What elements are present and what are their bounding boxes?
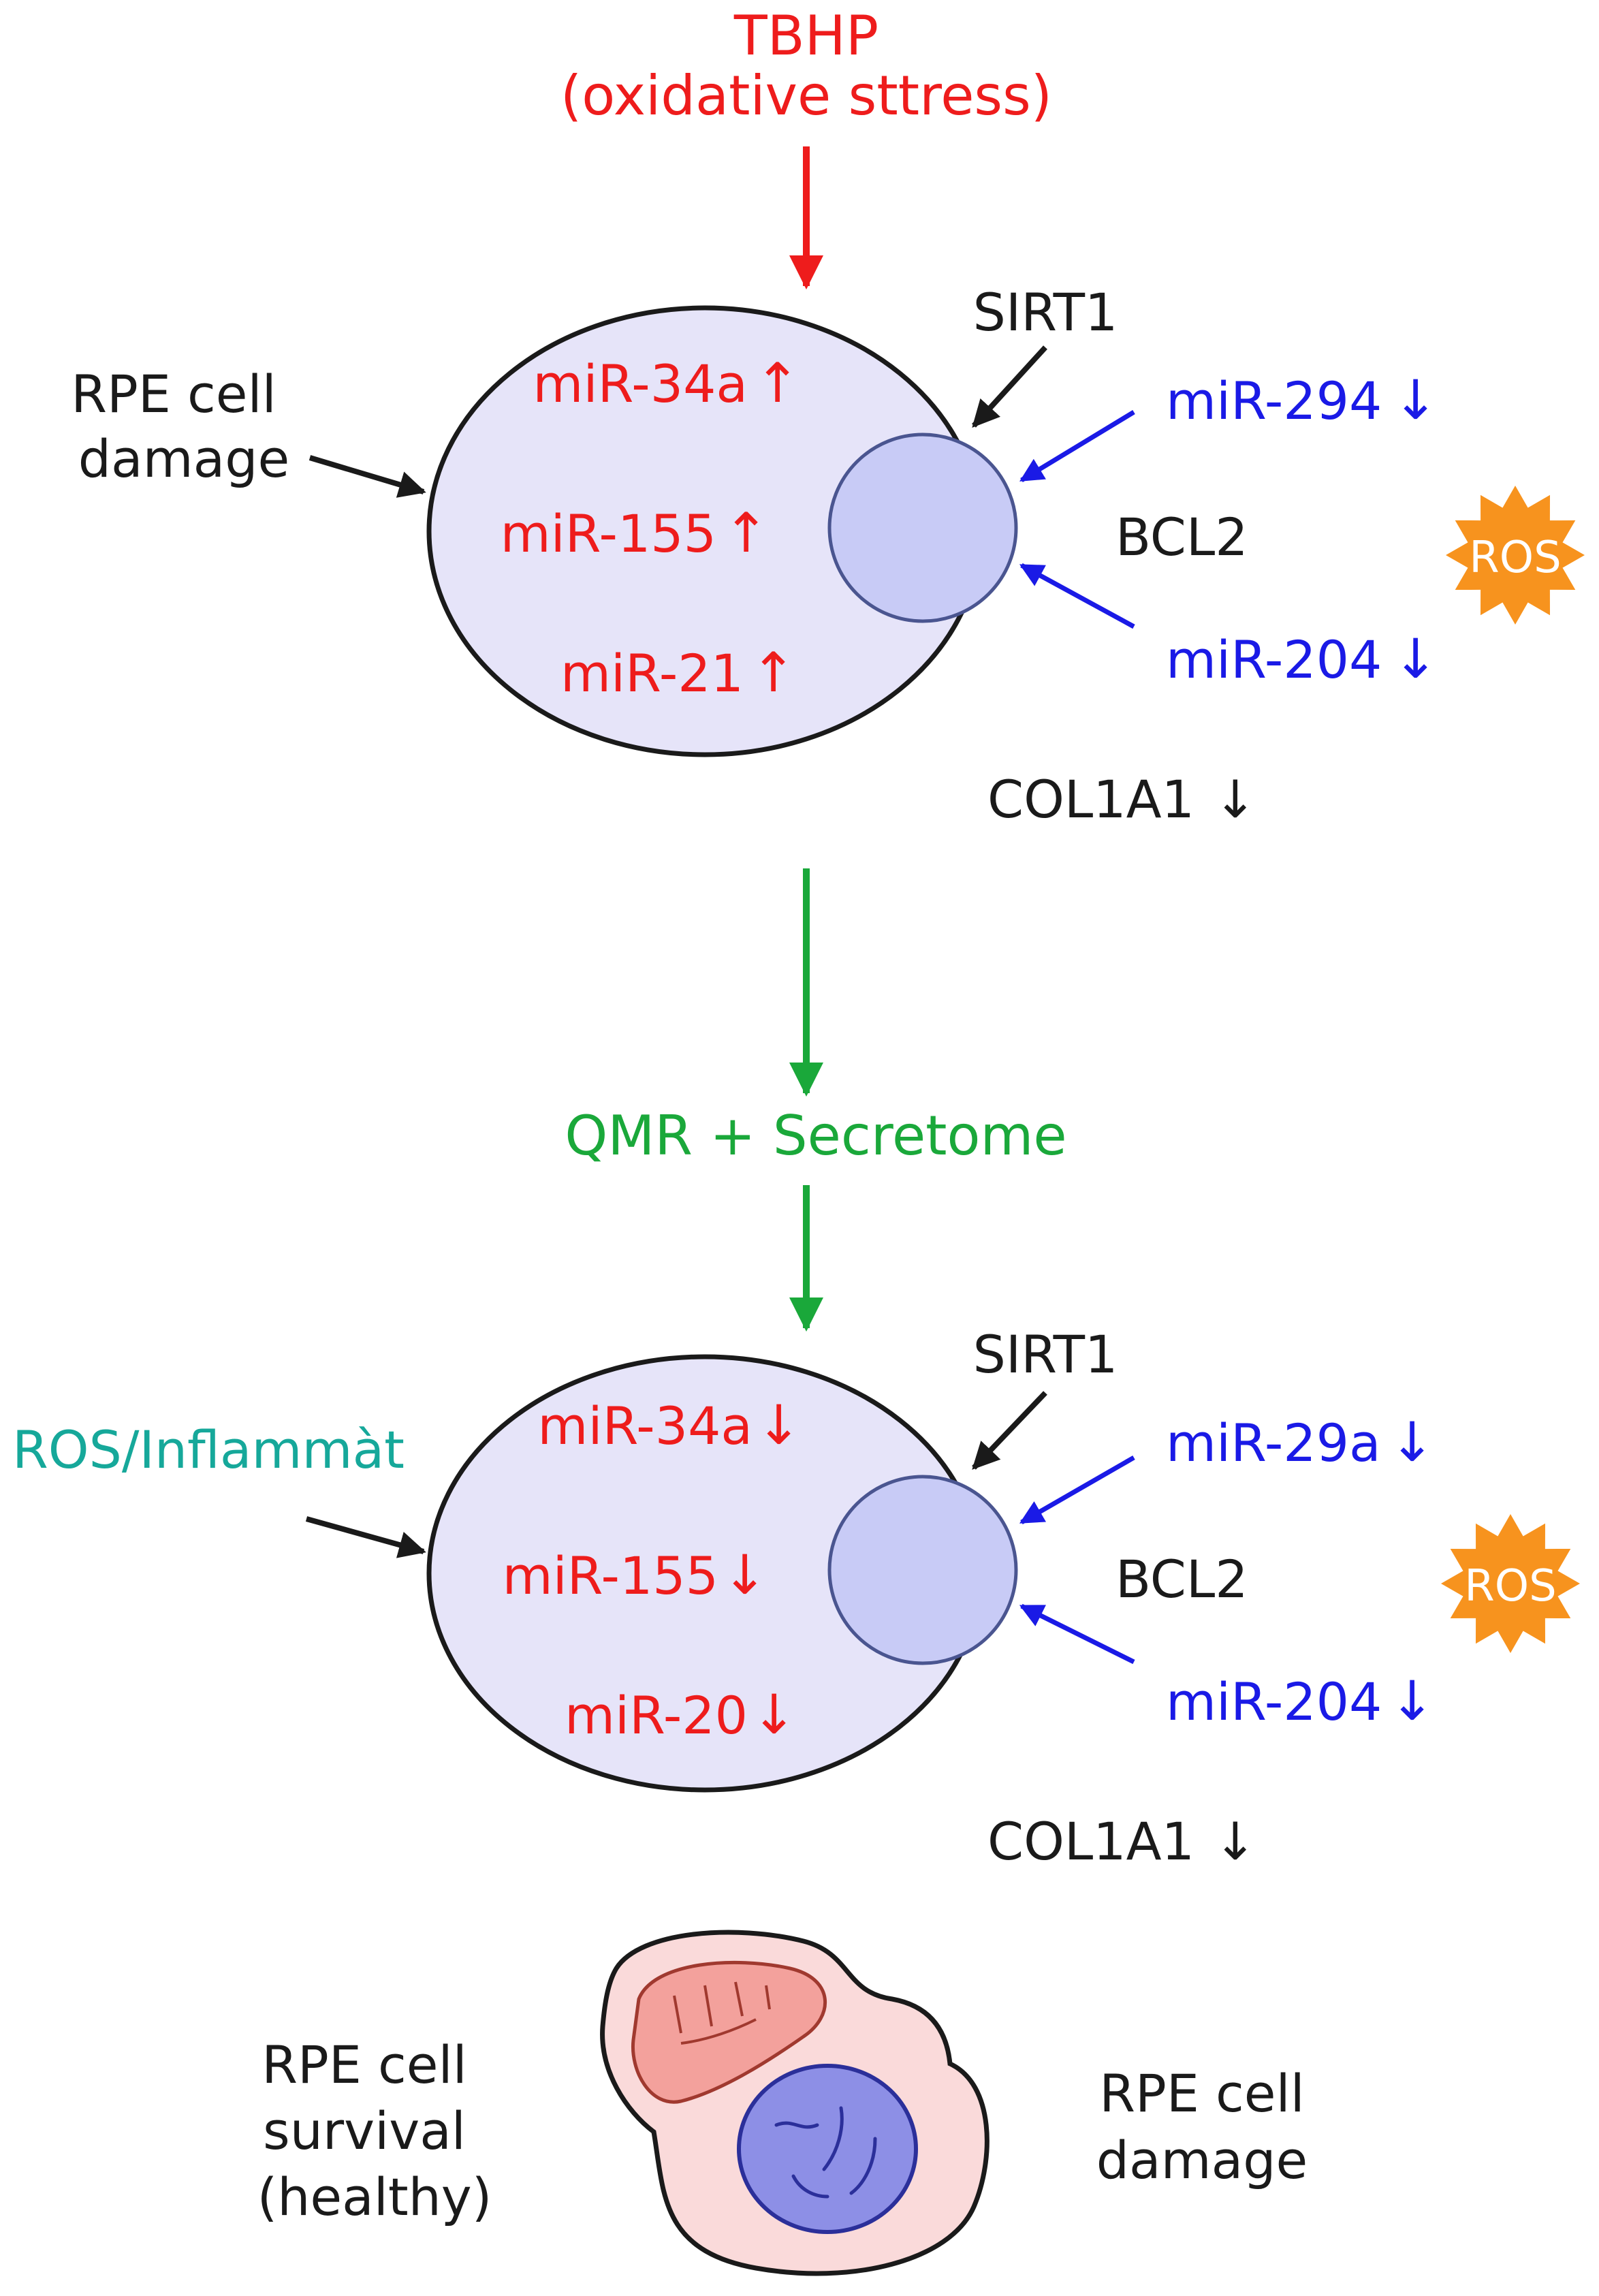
up-arrow-glyph: ↑ xyxy=(750,641,796,704)
mitochondria-illustration xyxy=(600,1930,990,2276)
mir-204-label: miR-204 xyxy=(1166,629,1382,690)
col1a1-label: COL1A1 xyxy=(987,1811,1194,1872)
mitochondrion-cristae xyxy=(673,1981,771,2045)
up-arrow-glyph: ↑ xyxy=(723,501,769,565)
mir-29a-arrow xyxy=(1019,1455,1135,1525)
cell-nucleus xyxy=(827,1475,1018,1665)
mitochondrion-blue xyxy=(737,2064,918,2234)
stressor-block: TBHP (oxidative sttress) xyxy=(560,4,1052,289)
bcl2-label: BCL2 xyxy=(1115,507,1248,567)
mir-21-label: miR-21 xyxy=(560,643,744,704)
mitochondrion-cristae xyxy=(774,2106,877,2199)
stressor-subtitle: (oxidative sttress) xyxy=(560,64,1052,127)
side-label-arrow xyxy=(308,455,426,498)
treatment-block: QMR + Secretome xyxy=(565,868,1067,1332)
down-arrow-glyph: ↓ xyxy=(1389,1669,1435,1733)
side-label-line2: damage xyxy=(78,428,289,489)
down-arrow-glyph: ↓ xyxy=(1389,1411,1435,1474)
sirt1-arrow xyxy=(972,345,1047,428)
side-label: ROS/Inflammàt xyxy=(12,1419,405,1480)
panel2-treated-cell: ROS/Inflammàt miR-34a ↓ miR-155 ↓ miR-20… xyxy=(12,1324,1580,1872)
cell-nucleus xyxy=(827,433,1018,623)
ros-burst: ROS xyxy=(1446,486,1585,625)
mir-204-arrow xyxy=(1019,1603,1135,1665)
mir-204-label: miR-204 xyxy=(1166,1671,1382,1732)
bcl2-label: BCL2 xyxy=(1115,1549,1248,1609)
damage-label-line1: RPE cell xyxy=(1099,2063,1305,2124)
mir-34a-label: miR-34a xyxy=(537,1396,753,1456)
treatment-label: QMR + Secretome xyxy=(565,1104,1066,1167)
side-label-line1: RPE cell xyxy=(71,364,276,424)
bottom-outcome: RPE cell survival (healthy) RPE cell dam… xyxy=(257,1930,1308,2276)
sirt1-label: SIRT1 xyxy=(973,282,1118,343)
ros-burst: ROS xyxy=(1441,1514,1580,1653)
mir-34a-label: miR-34a xyxy=(533,353,748,414)
mir-155-label: miR-155 xyxy=(501,503,716,564)
down-arrow-glyph: ↓ xyxy=(722,1543,767,1607)
down-arrow-glyph: ↓ xyxy=(1214,769,1257,830)
ros-burst-shape xyxy=(1446,486,1585,625)
ros-label: ROS xyxy=(1464,1561,1556,1611)
col1a1-label: COL1A1 xyxy=(987,769,1194,830)
side-label-arrow xyxy=(305,1516,426,1558)
down-arrow-glyph: ↓ xyxy=(756,1394,802,1457)
down-arrow-glyph: ↓ xyxy=(1393,627,1438,691)
down-arrow-glyph: ↓ xyxy=(1393,368,1438,432)
panel1-damaged-cell: RPE cell damage miR-34a ↑ miR-155 ↑ miR-… xyxy=(71,282,1585,830)
damage-label-line2: damage xyxy=(1096,2130,1308,2190)
mir-155-label: miR-155 xyxy=(503,1545,718,1606)
ros-label: ROS xyxy=(1469,533,1561,583)
sirt1-label: SIRT1 xyxy=(973,1324,1118,1385)
survival-label-line1: RPE cell xyxy=(262,2034,467,2095)
mir-294-label: miR-294 xyxy=(1166,371,1382,431)
survival-label-line3: (healthy) xyxy=(257,2167,492,2227)
survival-label-line2: survival xyxy=(263,2101,466,2161)
sirt1-arrow xyxy=(972,1391,1047,1470)
mir-29a-label: miR-29a xyxy=(1166,1413,1381,1473)
up-arrow-glyph: ↑ xyxy=(755,351,800,415)
ros-burst-shape xyxy=(1441,1514,1580,1653)
stressor-label: TBHP xyxy=(733,4,878,67)
down-arrow-glyph: ↓ xyxy=(751,1683,797,1746)
mir-204-arrow xyxy=(1019,563,1135,629)
mir-20-label: miR-20 xyxy=(565,1685,748,1746)
mir-294-arrow xyxy=(1019,410,1135,482)
down-arrow-glyph: ↓ xyxy=(1214,1811,1257,1872)
